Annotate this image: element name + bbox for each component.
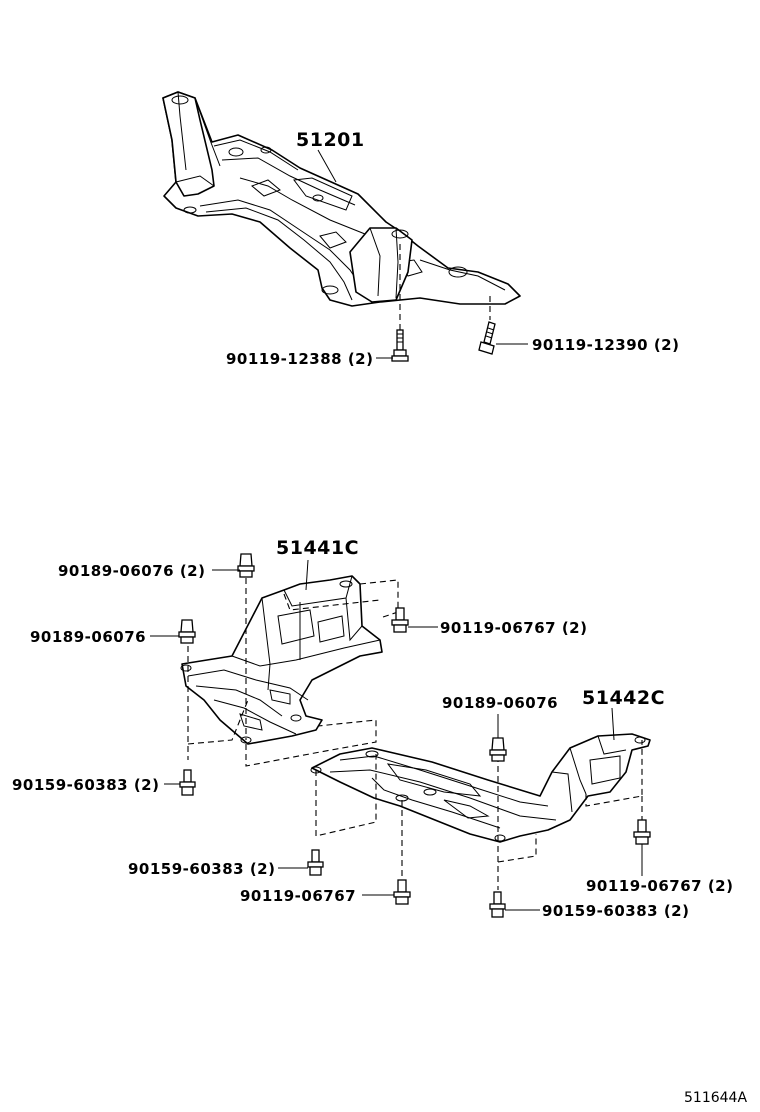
- part-number-51201: 51201: [296, 129, 365, 151]
- bolt-90189-06076-a-icon: [237, 553, 255, 578]
- leader-lines: [150, 149, 643, 911]
- callout-90119-12390: 90119-12390 (2): [532, 336, 679, 354]
- bolt-90159-60383-c-icon: [489, 891, 506, 918]
- part-number-51442C: 51442C: [582, 687, 665, 709]
- callout-90189-06076-right: 90189-06076: [442, 694, 558, 712]
- callout-90119-06767-upper: 90119-06767 (2): [440, 619, 587, 637]
- bolt-90189-06076-b-icon: [178, 619, 196, 644]
- diagram-reference-code: 511644A: [684, 1090, 747, 1106]
- callout-90119-06767-mid: 90119-06767: [240, 887, 356, 905]
- bolt-90119-12390-icon: [478, 321, 496, 355]
- callout-90119-12388: 90119-12388 (2): [226, 350, 373, 368]
- bolt-90119-06767-a-icon: [391, 607, 409, 633]
- bolt-90119-12388-icon: [391, 329, 409, 362]
- bolt-90119-06767-b-icon: [393, 879, 411, 905]
- callout-90159-60383-left: 90159-60383 (2): [12, 776, 159, 794]
- rear-cover-drawing: [310, 733, 651, 890]
- front-cover-drawing: [180, 575, 399, 767]
- part-number-51441C: 51441C: [276, 537, 359, 559]
- bolt-90159-60383-a-icon: [179, 769, 196, 796]
- callout-90189-06076-single: 90189-06076: [30, 628, 146, 646]
- callout-90159-60383-mid: 90159-60383 (2): [128, 860, 275, 878]
- crossmember-drawing: [162, 91, 521, 330]
- callout-90189-06076-2: 90189-06076 (2): [58, 562, 205, 580]
- callout-90119-06767-right: 90119-06767 (2): [586, 877, 733, 895]
- bolt-90159-60383-b-icon: [307, 849, 324, 876]
- callout-90159-60383-bottom: 90159-60383 (2): [542, 902, 689, 920]
- bolt-90189-06076-c-icon: [489, 737, 507, 762]
- bolt-90119-06767-c-icon: [633, 819, 651, 845]
